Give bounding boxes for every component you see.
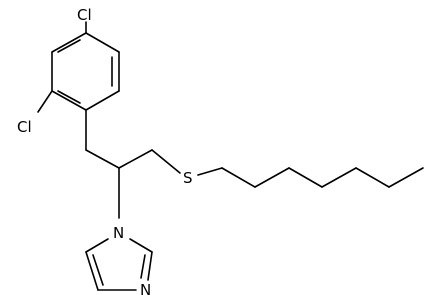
bond-c5-c4-double [92, 254, 104, 286]
bond-cl-left [37, 90, 53, 113]
bond-n1-c5 [85, 238, 109, 253]
benzene-ring [51, 32, 120, 111]
bond-ring-inner-3 [57, 39, 81, 53]
bond-heptyl-1 [221, 167, 256, 188]
bond-heptyl-4 [321, 167, 357, 188]
bond-heptyl-2 [254, 167, 290, 188]
bond-ring-inner-2 [57, 90, 81, 104]
imidazole-ring [85, 238, 153, 291]
bond-c2-n1 [129, 238, 153, 253]
atom-label-cl-top: Cl [77, 6, 92, 24]
side-chain [85, 109, 181, 219]
atom-label-sulfur: S [183, 169, 193, 187]
bond-heptyl-6 [388, 167, 424, 188]
bond-c5-c4 [85, 251, 99, 291]
bond-s-c1 [197, 167, 223, 176]
bond-n3-c2 [147, 251, 153, 281]
bond-ring-c6-c1 [51, 32, 87, 53]
bond-heptyl-5 [355, 167, 390, 188]
bond-ring-c4-c5 [51, 90, 87, 111]
bond-ch2s-s [151, 149, 181, 174]
bond-heptyl-3 [288, 167, 323, 188]
bond-n3-c2-double [140, 254, 146, 279]
bond-ring-c1-c2 [85, 32, 120, 53]
bond-ch2-ch [85, 149, 120, 169]
atom-label-nitrogen-attached: N [113, 224, 124, 242]
atom-label-nitrogen-lower: N [140, 281, 151, 295]
heptyl-chain [197, 167, 424, 188]
bond-ch-ch2s [118, 149, 153, 169]
bond-ring-c3-c4 [85, 90, 120, 111]
atom-label-cl-left: Cl [17, 118, 32, 136]
